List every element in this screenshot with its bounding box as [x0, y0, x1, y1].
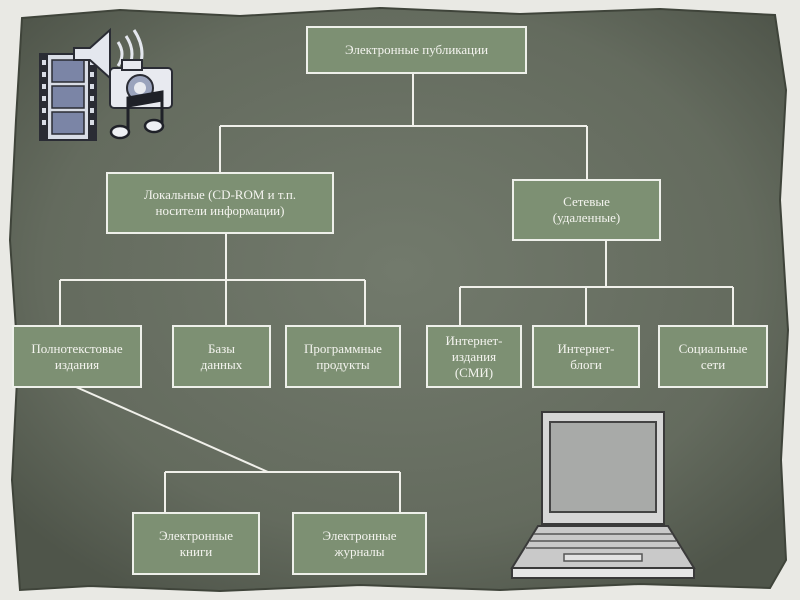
node-software-products: Программные продукты: [285, 325, 401, 388]
node-internet-media: Интернет- издания (СМИ): [426, 325, 522, 388]
node-databases: Базы данных: [172, 325, 271, 388]
multimedia-icon: [39, 27, 173, 141]
music-note-icon: [109, 90, 165, 140]
node-ebooks: Электронные книги: [132, 512, 260, 575]
film-strip-icon: [39, 53, 97, 141]
node-internet-blogs: Интернет- блоги: [532, 325, 640, 388]
node-social-networks: Социальные сети: [658, 325, 768, 388]
node-local-media: Локальные (CD-ROM и т.п. носители информ…: [106, 172, 334, 234]
node-ejournals: Электронные журналы: [292, 512, 427, 575]
node-electronic-publications: Электронные публикации: [306, 26, 527, 74]
node-network: Сетевые (удаленные): [512, 179, 661, 241]
laptop-icon: [510, 411, 696, 579]
node-fulltext-editions: Полнотекстовые издания: [12, 325, 142, 388]
